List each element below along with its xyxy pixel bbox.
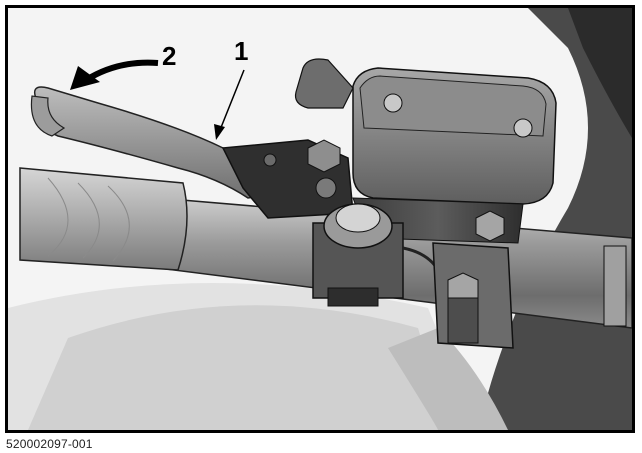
grip-texture <box>47 177 130 262</box>
pivot-bolt <box>263 153 277 167</box>
switch-base <box>327 287 379 307</box>
clamp-bolt-rear <box>475 210 505 242</box>
steering-stem <box>388 328 508 430</box>
handlebar-end <box>603 245 627 327</box>
cover-screw-left <box>383 93 403 113</box>
callout-1-arrowhead <box>214 124 225 140</box>
arrow-direction-head <box>70 66 100 90</box>
cover-screw-right <box>513 118 533 138</box>
callout-2: 2 <box>162 41 176 71</box>
illustration-frame: 2 1 <box>5 5 635 433</box>
lever-tip <box>30 95 66 137</box>
parking-lock-lever <box>294 58 354 109</box>
figure-code: 520002097-001 <box>6 437 93 451</box>
callout-1: 1 <box>234 36 248 66</box>
dashboard-dark-edge <box>568 8 632 138</box>
callout-1-leader <box>219 69 245 131</box>
pivot-nut <box>307 139 341 173</box>
reservoir-cover <box>359 75 547 137</box>
knob-cap <box>335 203 381 233</box>
tank-shadow <box>28 305 448 430</box>
handlebar-illustration: 2 1 <box>8 8 632 430</box>
dashboard-panel <box>478 8 632 430</box>
clamp-bolt-shaft <box>447 297 479 344</box>
adjuster-screw <box>315 177 337 199</box>
handlebar-grip <box>19 167 188 271</box>
